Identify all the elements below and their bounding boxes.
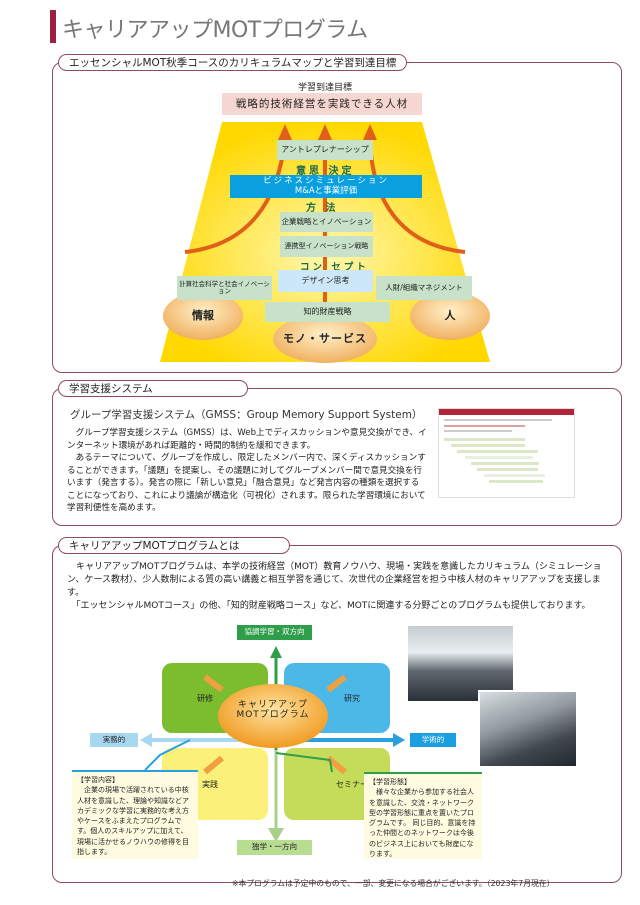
concept-label: コン セプト	[300, 262, 369, 273]
program-para-1: キャリアアップMOTプログラムは、本学の技術経営（MOT）教育ノウハウ、現場・実…	[67, 562, 602, 598]
footer-note: ※本プログラムは予定中のもので、一部、変更になる場合がございます。（2023年7…	[232, 879, 555, 888]
arrow-left-icon	[140, 733, 152, 747]
gmss-description: グループ学習支援システム（GMSS）は、Web上でディスカッションや意見交換がで…	[67, 427, 427, 515]
business-sim-box: ビジネスシミュレーション M&Aと事業評価	[230, 175, 422, 198]
axes-graphic	[140, 646, 405, 842]
program-section	[52, 545, 622, 883]
curriculum-heading: エッセンシャルMOT秋季コースのカリキュラムマップと学習到達目標	[58, 54, 408, 71]
learning-content-title: 【学習内容】	[77, 776, 119, 784]
axis-left-label: 実務的	[90, 733, 138, 747]
info-label: 情報	[192, 308, 214, 322]
info-ellipse	[163, 292, 243, 340]
computational-box: 計算社会科学と社会イノベーション	[177, 276, 272, 300]
goal-label: 学習到達目標	[297, 82, 352, 93]
goal-box: 戦略的技術経営を実践できる人材	[222, 93, 422, 115]
screenshot-header-bar	[439, 409, 574, 415]
quadrant-training-label: 研修	[197, 693, 213, 703]
axis-right-label: 学術的	[410, 733, 456, 747]
learning-content-box: 【学習内容】 企業の現場で活躍されている中核人材を意識した、理論や知識などアカデ…	[72, 770, 198, 859]
content-connector	[144, 739, 191, 771]
curriculum-map: 学習到達目標 戦略的技術経営を実践できる人材 アントレプレナーシップ 意思 決定…	[160, 80, 490, 370]
arrow-up-icon	[318, 124, 332, 140]
learning-form-box: 【学習形態】 様々な企業から参加する社会人を意識した、交流・ネットワーク型の学習…	[364, 772, 482, 859]
arrow-right-icon	[393, 733, 405, 747]
learning-content-body: 企業の現場で活躍されている中核人材を意識した、理論や知識などアカデミックな学習に…	[77, 786, 189, 857]
quadrant-practice-label: 実践	[202, 779, 218, 789]
program-description: キャリアアップMOTプログラムは、本学の技術経営（MOT）教育ノウハウ、現場・実…	[67, 561, 607, 613]
arrow-up-icon	[363, 124, 377, 140]
axis-top-label: 協調学習・双方向	[237, 625, 312, 640]
left-curve-arrow	[184, 139, 287, 254]
page-title: キャリアアップMOTプログラム	[62, 18, 368, 43]
entrepreneurship-box: アントレプレナーシップ	[277, 140, 373, 160]
support-system-section	[52, 388, 622, 526]
goods-label: モノ・サービス	[283, 331, 367, 345]
people-ellipse	[410, 292, 490, 340]
program-positioning-diagram: 研修 研究 実践 セミナー キャリアアップ MOTプログラム 協調学習・双方向 …	[60, 620, 490, 865]
form-connector	[275, 752, 333, 773]
gmss-title: グループ学習支援システム（GMSS：Group Memory Support S…	[70, 409, 423, 421]
right-curve-arrow	[368, 139, 466, 254]
collab-innovation-box: 連携型イノベーション戦略	[280, 236, 373, 257]
people-label: 人	[444, 308, 456, 322]
learning-form-body: 様々な企業から参加する社会人を意識した、交流・ネットワーク型の学習形態に重点を置…	[369, 788, 476, 859]
learning-form-title: 【学習形態】	[369, 778, 411, 786]
quadrant-research-label: 研究	[344, 693, 360, 703]
hr-box: 人財/組織マネジメント	[376, 276, 472, 300]
corp-strategy-box: 企業戦略とイノベーション	[280, 212, 373, 232]
business-sim-line1: ビジネスシミュレーション	[263, 175, 389, 186]
program-heading: キャリアアップMOTプログラムとは	[58, 537, 290, 554]
gmss-para-1: グループ学習支援システム（GMSS）は、Web上でディスカッションや意見交換がで…	[67, 428, 427, 451]
arrow-up-icon	[278, 124, 292, 140]
goods-ellipse	[273, 315, 377, 363]
axis-bottom-label: 独学・一方向	[237, 840, 312, 855]
support-system-heading: 学習支援システム	[58, 380, 248, 397]
center-label-line2: MOTプログラム	[236, 710, 310, 721]
gmss-screenshot	[438, 408, 575, 498]
method-label: 方 法	[306, 203, 339, 214]
arrow-up-icon	[270, 646, 282, 658]
classroom-photo-2	[478, 690, 578, 768]
quadrant-seminar-label: セミナー	[336, 779, 368, 789]
classroom-photo-1	[408, 626, 513, 701]
ip-box: 知的財産戦略	[265, 302, 390, 322]
center-label: キャリアアップ MOTプログラム	[215, 700, 331, 721]
gmss-para-2: あるテーマについて、グループを作成し、限定したメンバー内で、深くディスカッション…	[67, 453, 426, 513]
arrow-down-icon	[268, 828, 284, 842]
business-sim-line2: M&Aと事業評価	[294, 185, 358, 196]
decision-label: 意思 決定	[296, 166, 355, 177]
center-ellipse	[218, 684, 328, 748]
program-para-2: 「エッセンシャルMOTコース」の他、「知的財産戦略コース」など、MOTに関連する…	[71, 601, 591, 611]
center-label-line1: キャリアアップ	[237, 700, 308, 710]
title-accent-bar	[50, 10, 56, 43]
design-thinking-box: デザイン思考	[278, 270, 373, 292]
